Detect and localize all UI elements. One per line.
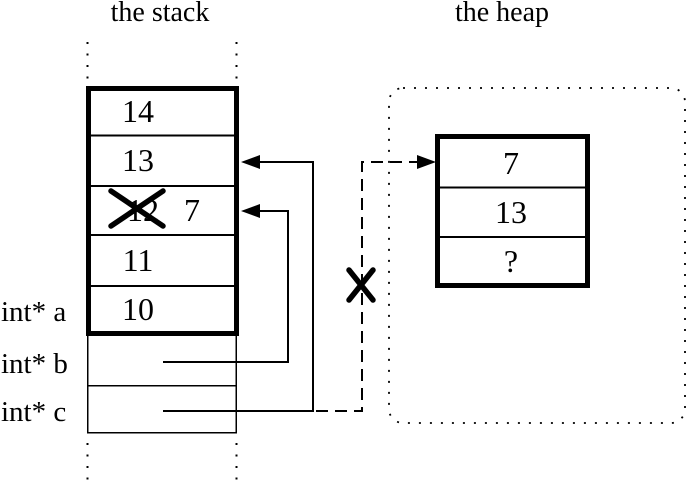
- stack-cell-value-14: 14: [122, 93, 154, 129]
- stack-cell-value-10: 10: [122, 291, 154, 327]
- stack-cell-value-13: 13: [122, 142, 154, 178]
- arrowhead-left-icon: [241, 204, 260, 218]
- var-label-int-b: int* b: [1, 348, 68, 380]
- stack-pointer-cells-box: [87, 336, 237, 434]
- arrowhead-left-icon: [241, 155, 260, 169]
- heap-cell-value-7: 7: [503, 144, 519, 181]
- stack-title: the stack: [110, 0, 210, 28]
- heap-cell-value-13: 13: [495, 193, 527, 230]
- heap-cell-value-unknown: ?: [503, 242, 519, 279]
- arrowhead-right-icon: [417, 155, 436, 169]
- invalid-pointer-x-icon: [346, 267, 376, 303]
- var-label-int-c: int* c: [1, 396, 67, 428]
- stack-cell-value-11: 11: [122, 242, 154, 278]
- heap-title: the heap: [454, 0, 550, 28]
- var-label-int-a: int* a: [1, 296, 67, 328]
- stack-cell-new-value-7: 7: [184, 192, 200, 228]
- pointer-dangling-to-heap: [316, 155, 436, 412]
